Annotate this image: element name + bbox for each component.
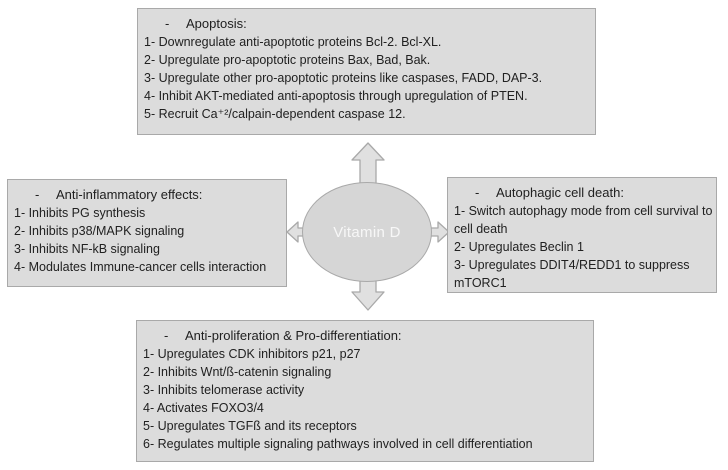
apoptosis-line-5: 5- Recruit Ca⁺²/calpain-dependent caspas… — [144, 107, 406, 121]
anti-proliferation-line-1: 1- Upregulates CDK inhibitors p21, p27 — [143, 347, 361, 361]
autophagic-line-1-wrap: cell death — [454, 222, 508, 236]
right-arrow-icon — [428, 221, 450, 243]
apoptosis-line-1: 1- Downregulate anti-apoptotic proteins … — [144, 35, 442, 49]
autophagic-line-3-wrap: mTORC1 — [454, 276, 507, 290]
bullet-dash: - — [35, 187, 40, 202]
autophagic-line-1: 1- Switch autophagy mode from cell survi… — [454, 204, 713, 218]
anti-inflammatory-line-1: 1- Inhibits PG synthesis — [14, 206, 146, 220]
anti-inflammatory-line-2: 2- Inhibits p38/MAPK signaling — [14, 224, 185, 238]
anti-inflammatory-title-row: - Anti-inflammatory effects: — [14, 186, 278, 204]
bullet-dash: - — [164, 328, 169, 343]
autophagic-box: - Autophagic cell death: 1- Switch autoph… — [447, 177, 717, 293]
anti-inflammatory-box: - Anti-inflammatory effects: 1- Inhibits … — [7, 179, 287, 287]
anti-proliferation-line-4: 4- Activates FOXO3/4 — [143, 401, 264, 415]
anti-proliferation-title: Anti-proliferation & Pro-differentiation… — [185, 328, 402, 343]
autophagic-title: Autophagic cell death: — [496, 185, 624, 200]
anti-proliferation-box: - Anti-proliferation & Pro-differentiatio… — [136, 320, 594, 462]
bullet-dash: - — [165, 16, 170, 31]
apoptosis-line-4: 4- Inhibit AKT-mediated anti-apoptosis t… — [144, 89, 528, 103]
vitamin-d-label: Vitamin D — [333, 223, 401, 241]
vitamin-d-node: Vitamin D — [302, 182, 432, 282]
anti-inflammatory-title: Anti-inflammatory effects: — [56, 187, 203, 202]
apoptosis-line-3: 3- Upregulate other pro-apoptotic protei… — [144, 71, 543, 85]
apoptosis-title-row: - Apoptosis: — [144, 15, 587, 33]
anti-proliferation-line-5: 5- Upregulates TGFß and its receptors — [143, 419, 357, 433]
autophagic-title-row: - Autophagic cell death: — [454, 184, 708, 202]
anti-proliferation-line-6: 6- Regulates multiple signaling pathways… — [143, 437, 533, 451]
autophagic-line-3: 3- Upregulates DDIT4/REDD1 to suppress — [454, 258, 690, 272]
apoptosis-title: Apoptosis: — [186, 16, 247, 31]
anti-proliferation-line-3: 3- Inhibits telomerase activity — [143, 383, 305, 397]
apoptosis-box: - Apoptosis: 1- Downregulate anti-apoptot… — [137, 8, 596, 135]
anti-inflammatory-line-4: 4- Modulates Immune-cancer cells interac… — [14, 260, 267, 274]
autophagic-line-2: 2- Upregulates Beclin 1 — [454, 240, 584, 254]
anti-proliferation-line-2: 2- Inhibits Wnt/ß-catenin signaling — [143, 365, 332, 379]
bullet-dash: - — [475, 185, 480, 200]
anti-proliferation-title-row: - Anti-proliferation & Pro-differentiatio… — [143, 327, 585, 345]
anti-inflammatory-line-3: 3- Inhibits NF-kB signaling — [14, 242, 160, 256]
apoptosis-line-2: 2- Upregulate pro-apoptotic proteins Bax… — [144, 53, 431, 67]
